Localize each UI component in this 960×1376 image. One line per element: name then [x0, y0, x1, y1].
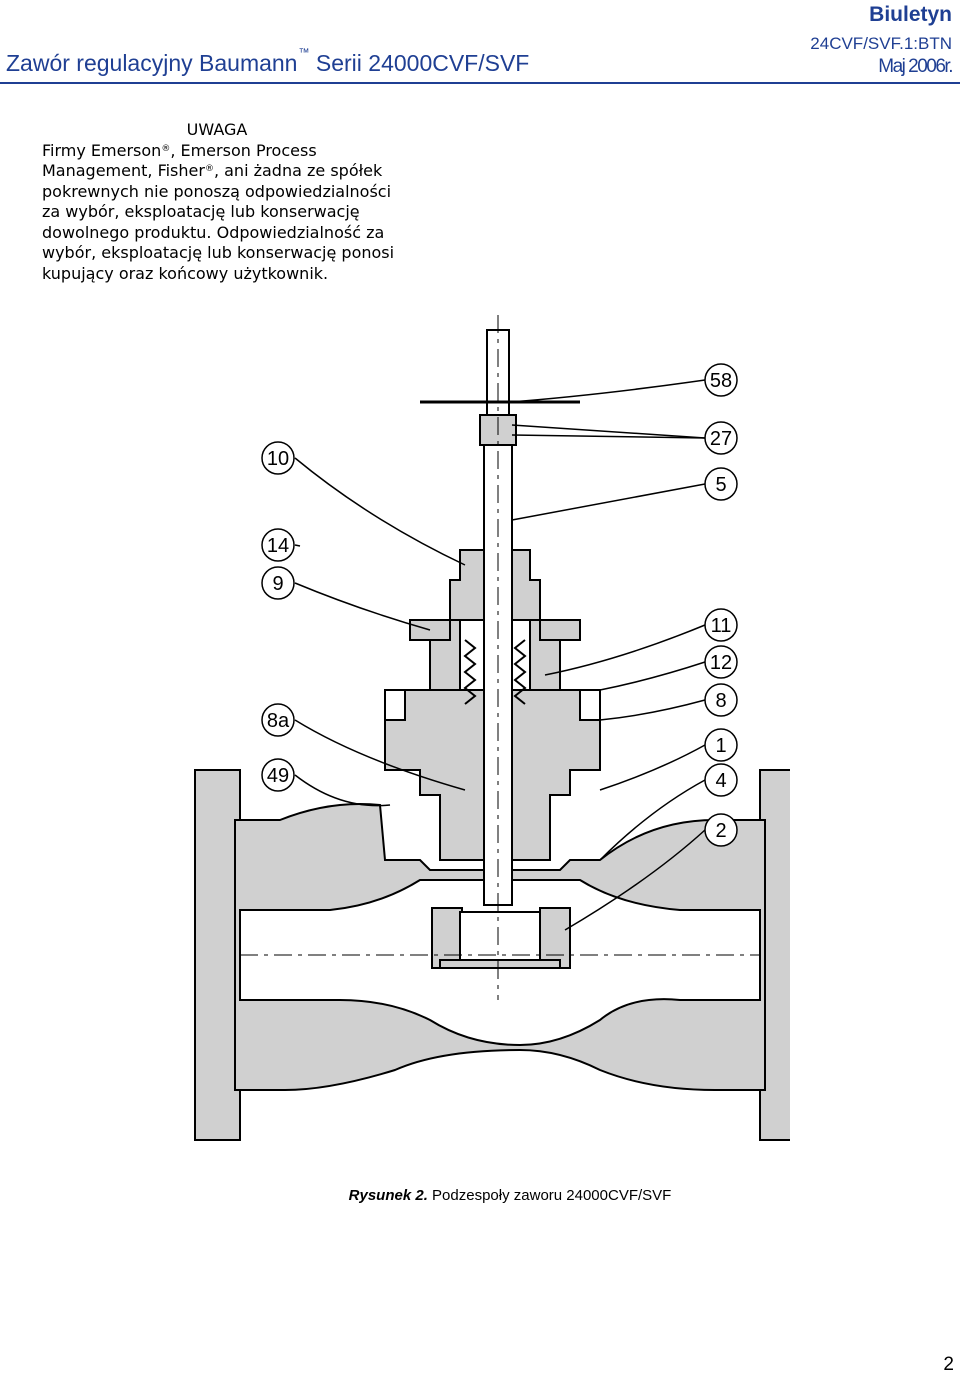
callout-10: 10	[261, 441, 295, 475]
caption-text: Podzespoły zaworu 24000CVF/SVF	[432, 1187, 672, 1204]
callout-8a: 8a	[261, 703, 295, 737]
notice-line: dowolnego produktu. Odpowiedzialność za	[42, 222, 385, 242]
callout-label: 1	[715, 735, 726, 757]
notice-line: kupujący oraz końcowy użytkownik.	[42, 263, 329, 283]
document-title: Zawór regulacyjny Baumann™ Serii 24000CV…	[6, 47, 530, 77]
doc-code: 24CVF/SVF.1:BTN	[810, 34, 952, 53]
callout-label: 4	[715, 770, 726, 792]
callout-14: 14	[261, 528, 295, 562]
callouts-right: 58 27 5 11 12 8 1 4 2	[704, 363, 738, 847]
valve-assembly-drawing: 10 14 9 8a 49 58 27 5 11 12 8 1 4 2	[194, 315, 790, 1141]
callout-label: 27	[710, 428, 732, 450]
figure-caption: Rysunek 2. Podzespoły zaworu 24000CVF/SV…	[0, 1187, 960, 1204]
leader-lines	[294, 379, 706, 931]
callout-27: 27	[704, 421, 738, 455]
callout-label: 58	[710, 370, 732, 392]
callout-4: 4	[704, 763, 738, 797]
notice-line: Firmy Emerson®, Emerson Process	[42, 141, 462, 162]
registered-symbol: ®	[204, 164, 214, 174]
callout-5: 5	[704, 467, 738, 501]
callout-label: 14	[267, 535, 289, 557]
plug-and-seat	[431, 907, 571, 969]
callout-11: 11	[704, 608, 738, 642]
callout-12: 12	[704, 645, 738, 679]
callout-label: 9	[272, 573, 283, 595]
callout-2: 2	[704, 813, 738, 847]
trademark-symbol: ™	[298, 47, 310, 59]
notice-text: , ani żadna ze spółek	[213, 161, 383, 180]
notice-text: Management, Fisher	[42, 161, 205, 180]
callout-1: 1	[704, 728, 738, 762]
registered-symbol: ®	[161, 143, 171, 154]
title-main: Zawór regulacyjny Baumann	[6, 50, 298, 76]
notice-text: , Emerson Process	[170, 140, 317, 160]
callout-9: 9	[261, 566, 295, 600]
header-meta: Biuletyn 24CVF/SVF.1:BTN Maj 2006r.	[810, 2, 953, 78]
notice-heading: UWAGA	[186, 120, 248, 139]
notice-line: Management, Fisher®, ani żadna ze spółek	[42, 161, 462, 182]
callout-label: 5	[715, 474, 726, 496]
packing-spring	[463, 639, 527, 705]
callout-label: 2	[715, 820, 726, 842]
header-divider	[0, 82, 960, 84]
notice-line: za wybór, eksploatację lub konserwację	[42, 202, 360, 221]
caption-label: Rysunek 2.	[348, 1187, 428, 1204]
callout-8: 8	[704, 683, 738, 717]
callout-label: 11	[711, 615, 732, 637]
callout-label: 49	[267, 765, 289, 787]
title-series: Serii 24000CVF/SVF	[315, 50, 530, 76]
callout-label: 8a	[267, 710, 290, 732]
callout-label: 8	[715, 690, 726, 712]
callout-49: 49	[261, 758, 295, 792]
notice-block: UWAGA Firmy Emerson®, Emerson Process Ma…	[42, 120, 462, 284]
notice-text: Firmy Emerson	[42, 140, 162, 160]
notice-line: pokrewnych nie ponoszą odpowiedzialności	[42, 181, 392, 201]
callout-label: 12	[710, 652, 732, 674]
doc-date: Maj 2006r.	[878, 56, 953, 77]
callouts-left: 10 14 9 8a 49	[261, 441, 295, 792]
callout-label: 10	[267, 448, 289, 470]
doc-type: Biuletyn	[869, 3, 952, 26]
callout-58: 58	[704, 363, 738, 397]
notice-line: wybór, eksploatację lub konserwację pono…	[42, 243, 395, 262]
page-number: 2	[943, 1354, 954, 1375]
